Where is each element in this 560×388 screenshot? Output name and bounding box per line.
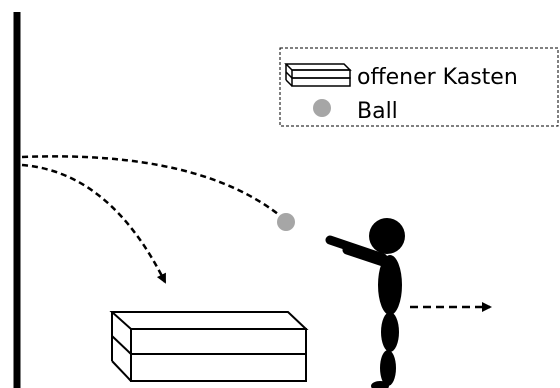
person-figure xyxy=(325,218,405,388)
person-shin xyxy=(380,350,396,386)
legend-label-ball: Ball xyxy=(357,99,398,124)
person-arm-lower xyxy=(342,245,388,267)
person-foot xyxy=(371,381,389,388)
legend-label-open-box: offener Kasten xyxy=(357,65,518,90)
open-box-icon xyxy=(284,63,352,87)
person-thigh xyxy=(381,312,399,352)
ball xyxy=(277,213,295,231)
person-torso xyxy=(378,255,402,315)
ball-icon xyxy=(313,99,331,117)
legend: offener Kasten Ball xyxy=(279,47,559,127)
trajectory-into-box xyxy=(21,163,167,284)
trajectory-to-ball xyxy=(21,155,284,219)
open-box xyxy=(109,311,309,382)
person-head xyxy=(369,218,405,254)
